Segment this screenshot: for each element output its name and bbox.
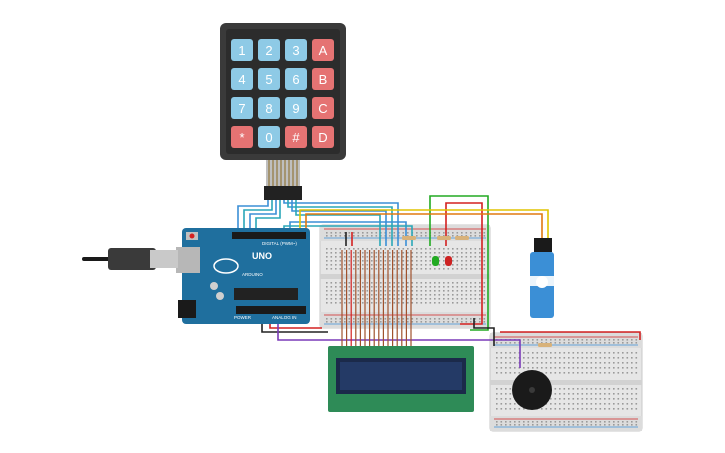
digital-header <box>232 232 306 239</box>
usb-cable <box>82 248 178 270</box>
keypad-key-label: 5 <box>265 72 272 87</box>
power-header-label: POWER <box>234 315 252 320</box>
keypad-key[interactable]: 4 <box>231 68 253 90</box>
keypad-key-label: # <box>292 130 300 145</box>
lcd-16x2 <box>328 346 474 412</box>
servo-motor <box>524 238 560 318</box>
keypad-key[interactable]: 1 <box>231 39 253 61</box>
led-red <box>445 256 452 266</box>
keypad-key-label: A <box>319 43 328 58</box>
analog-header <box>236 306 306 314</box>
keypad-key-label: 4 <box>238 72 245 87</box>
keypad-key-label: 0 <box>265 130 272 145</box>
keypad-key[interactable]: B <box>312 68 334 90</box>
keypad-key-label: 6 <box>292 72 299 87</box>
piezo-buzzer <box>512 370 552 410</box>
keypad-key-label: 7 <box>238 101 245 116</box>
arduino-logo <box>213 258 239 274</box>
keypad-key[interactable]: A <box>312 39 334 61</box>
atmega-chip <box>234 288 298 300</box>
keypad-key-label: 3 <box>292 43 299 58</box>
keypad-key[interactable]: * <box>231 126 253 148</box>
keypad-key-label: 2 <box>265 43 272 58</box>
keypad-key[interactable]: D <box>312 126 334 148</box>
keypad-connector <box>264 186 302 200</box>
keypad-key-label: 9 <box>292 101 299 116</box>
keypad-key[interactable]: 5 <box>258 68 280 90</box>
keypad-key[interactable]: 6 <box>285 68 307 90</box>
keypad-ribbon <box>266 160 300 186</box>
keypad-key-label: C <box>318 101 327 116</box>
keypad-key[interactable]: C <box>312 97 334 119</box>
keypad-key[interactable]: 7 <box>231 97 253 119</box>
keypad-key-label: 8 <box>265 101 272 116</box>
arduino-uno: UNO ARDUINO DIGITAL (PWM~) POWER ANALOG … <box>176 228 310 324</box>
small-breadboard <box>489 332 643 432</box>
keypad-key[interactable]: 2 <box>258 39 280 61</box>
board-model-label: UNO <box>252 251 272 261</box>
keypad-key-label: 1 <box>238 43 245 58</box>
led-green <box>432 256 439 266</box>
keypad-key[interactable]: 9 <box>285 97 307 119</box>
brand-label: ARDUINO <box>242 272 263 277</box>
keypad: 1 2 3 A 4 5 6 B 7 8 9 C * 0 # D <box>220 23 346 200</box>
resistors <box>402 236 552 347</box>
lcd-wires <box>341 250 412 350</box>
keypad-key-label: B <box>319 72 328 87</box>
analog-header-label: ANALOG IN <box>272 315 297 320</box>
keypad-key[interactable]: 3 <box>285 39 307 61</box>
keypad-key-label: * <box>239 130 244 145</box>
power-jack <box>178 300 196 318</box>
keypad-key[interactable]: # <box>285 126 307 148</box>
wires <box>237 195 641 368</box>
keypad-key[interactable]: 0 <box>258 126 280 148</box>
digital-header-label: DIGITAL (PWM~) <box>262 241 297 246</box>
keypad-key-label: D <box>318 130 327 145</box>
keypad-key[interactable]: 8 <box>258 97 280 119</box>
usb-port <box>176 247 200 273</box>
